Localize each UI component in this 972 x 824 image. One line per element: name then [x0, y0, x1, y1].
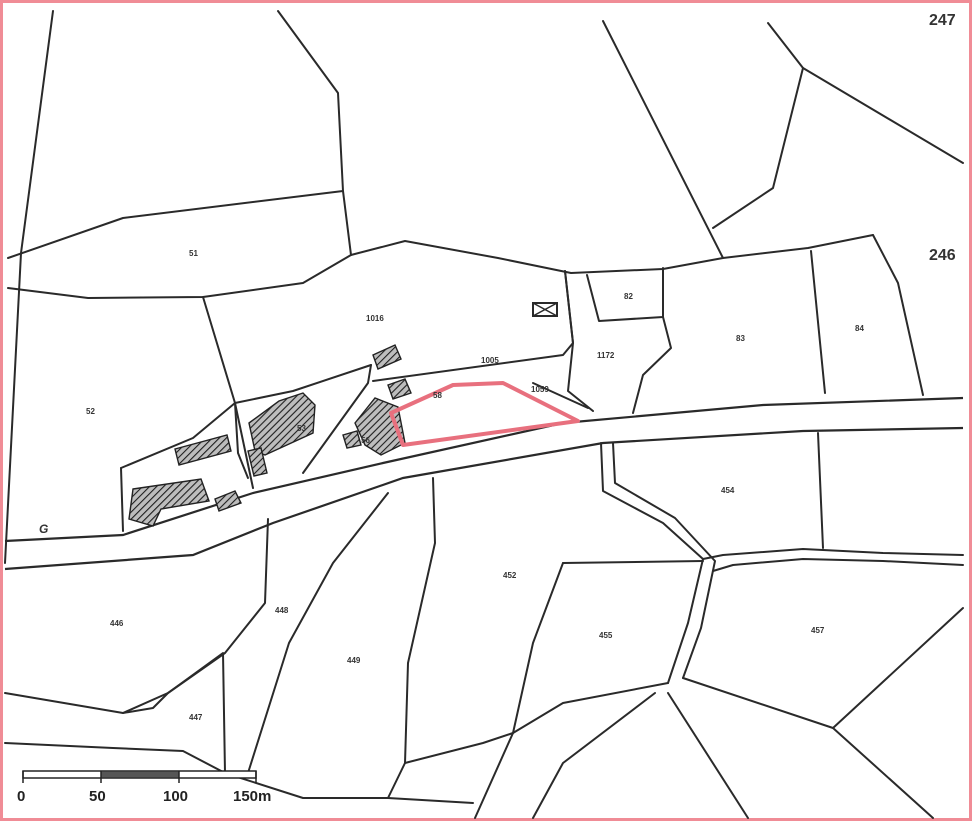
parcel-label-1172: 1172	[597, 351, 615, 360]
parcel-label-457: 457	[811, 626, 825, 635]
parcel-label-51: 51	[189, 249, 198, 258]
map-canvas: 51 52 53 1016 1005 1172 82 83 84 1059 45…	[4, 10, 964, 819]
buildings	[128, 344, 412, 527]
parcel-label-452: 452	[503, 571, 517, 580]
parcel-label-455: 455	[599, 631, 613, 640]
scale-label-0: 0	[17, 788, 25, 805]
scale-label-150m: 150m	[233, 788, 271, 805]
parcel-label-1005: 1005	[481, 356, 499, 365]
scale-label-50: 50	[89, 788, 106, 805]
parcel-label-1059: 1059	[531, 385, 549, 394]
parcel-label-448: 448	[275, 606, 289, 615]
parcel-label-84: 84	[855, 324, 864, 333]
parcel-label-53: 53	[297, 424, 306, 433]
box-symbol-icon	[532, 302, 558, 317]
parcel-labels: 51 52 53 1016 1005 1172 82 83 84 1059 45…	[86, 249, 864, 722]
scale-bar-segment-dark	[100, 770, 180, 779]
parcel-label-1016: 1016	[366, 314, 384, 323]
scale-bar: 0 50 100 150m	[17, 770, 271, 805]
parcel-label-446: 446	[110, 619, 124, 628]
parcel-label-82: 82	[624, 292, 633, 301]
highlighted-parcel[interactable]	[389, 381, 580, 447]
parcel-label-52: 52	[86, 407, 95, 416]
sheet-number-corner: 247	[929, 12, 956, 29]
parcel-label-447: 447	[189, 713, 203, 722]
parcel-label-58: 58	[433, 391, 442, 400]
parcel-boundaries	[4, 10, 964, 819]
road	[4, 396, 964, 571]
parcel-label-454: 454	[721, 486, 735, 495]
parcel-label-449: 449	[347, 656, 361, 665]
parcel-label-83: 83	[736, 334, 745, 343]
parcel-label-56: 56	[361, 436, 370, 445]
scale-label-100: 100	[163, 788, 188, 805]
sheet-number: 246	[929, 247, 956, 264]
road-label: G	[39, 522, 48, 536]
